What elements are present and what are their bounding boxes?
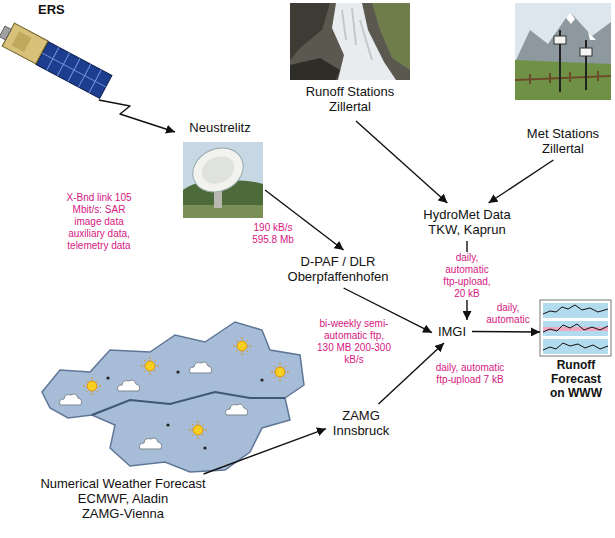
tyrol-weather-map <box>60 394 82 405</box>
archive-node: D-PAF / DLR Oberpfaffenhofen <box>282 250 394 288</box>
tyrol-weather-map <box>233 337 251 355</box>
tyrol-weather-map <box>118 380 140 391</box>
node-label: Met Stations Zillertal <box>515 126 611 156</box>
tyrol-weather-map <box>92 392 285 415</box>
node-label: IMGI <box>436 324 468 339</box>
node-label: ZAMG-Vienna <box>38 506 208 521</box>
institute-node: IMGI <box>432 320 472 343</box>
connector-arrow <box>472 331 540 333</box>
forecast-output-node: Runoff Forecast on WWW <box>540 300 611 400</box>
tyrol-weather-map <box>140 438 162 449</box>
connector-arrow <box>489 160 554 203</box>
forecast-chart-thumbnail <box>540 300 611 356</box>
forecast-chart-thumbnail <box>543 321 608 336</box>
tyrol-weather-map <box>42 322 304 472</box>
node-label: ERS <box>38 2 82 17</box>
antenna-photo <box>186 140 251 200</box>
ers-satellite <box>0 20 48 64</box>
tyrol-weather-map <box>42 322 304 472</box>
weather-station-photo <box>566 12 596 40</box>
tyrol-weather-map <box>83 377 101 395</box>
node-label: Runoff Stations Zillertal <box>290 84 410 114</box>
ers-satellite <box>36 42 112 99</box>
node-label: Numerical Weather Forecast <box>38 476 208 491</box>
tyrol-weather-map <box>141 357 159 375</box>
edge-label: daily, automatic ftp-upload, 20 kB <box>437 252 497 300</box>
edge-label: 190 kB/s 595.8 Mb <box>248 222 298 246</box>
ground-station-node: Neustrelitz <box>175 120 265 220</box>
weather-station-photo <box>554 36 566 44</box>
forecast-chart-thumbnail <box>543 324 608 332</box>
waterfall-photo <box>290 3 330 60</box>
waterfall-photo <box>290 58 340 80</box>
weather-map-node: Numerical Weather ForecastECMWF, AladinZ… <box>38 316 305 474</box>
weather-station-photo <box>580 48 592 56</box>
antenna-photo <box>197 151 239 189</box>
ers-satellite <box>36 42 112 99</box>
node-label: TKW, Kaprun <box>422 222 512 237</box>
waterfall-photo <box>342 8 372 60</box>
edge-label: daily, automatic <box>482 302 534 326</box>
tyrol-weather-map <box>166 423 169 426</box>
tyrol-weather-map <box>203 446 206 449</box>
connector-arrow <box>99 100 175 132</box>
tyrol-weather-map <box>271 363 289 381</box>
node-label: ZAMG Innsbruck <box>330 408 392 438</box>
weather-service-node: ZAMG Innsbruck <box>326 404 396 442</box>
ers-satellite <box>0 26 11 40</box>
forecast-chart-thumbnail <box>540 300 611 356</box>
weather-station-photo <box>515 60 611 100</box>
forecast-chart-thumbnail <box>543 305 608 314</box>
connector-arrow <box>204 429 326 474</box>
ers-satellite <box>36 42 112 99</box>
ers-satellite <box>0 20 112 99</box>
weather-station-photo <box>515 3 611 100</box>
node-label: D-PAF / DLR Oberpfaffenhofen <box>286 254 390 284</box>
satellite-node: ERS <box>2 2 112 100</box>
tyrol-weather-map <box>260 378 263 381</box>
ers-satellite <box>12 31 32 52</box>
weather-station-photo <box>530 71 598 84</box>
station-photo-node: Met Stations Zillertal <box>515 3 611 160</box>
tyrol-weather-map <box>176 370 179 373</box>
antenna-photo <box>183 140 263 218</box>
forecast-chart-thumbnail <box>543 343 608 350</box>
tyrol-weather-map <box>106 376 109 379</box>
forecast-chart-thumbnail <box>543 303 608 318</box>
data-source-node: HydroMet DataTKW, Kaprun <box>418 203 516 241</box>
station-photo-node: Runoff Stations Zillertal <box>290 3 410 121</box>
edge-label: bi-weekly semi-automatic ftp, 130 MB 200… <box>316 318 392 366</box>
waterfall-photo <box>290 3 410 80</box>
node-label: Neustrelitz <box>175 120 265 135</box>
weather-station-photo <box>515 12 611 66</box>
edge-label: X-Bnd link 105 Mbit/s: SAR image data au… <box>60 192 138 252</box>
node-label: HydroMet Data <box>422 207 512 222</box>
tyrol-weather-map <box>190 362 212 373</box>
connector-arrow <box>356 121 447 203</box>
tyrol-weather-map <box>226 404 248 415</box>
waterfall-photo <box>332 3 396 80</box>
node-label: Runoff Forecast on WWW <box>545 358 607 400</box>
waterfall-photo <box>290 3 410 80</box>
edge-label: daily, automatic ftp-upload 7 kB <box>430 362 510 386</box>
antenna-photo <box>183 205 263 218</box>
tyrol-weather-map <box>189 421 207 439</box>
weather-station-photo <box>515 3 611 100</box>
node-label: ECMWF, Aladin <box>38 491 208 506</box>
forecast-chart-thumbnail <box>543 339 608 354</box>
antenna-photo <box>186 140 251 200</box>
